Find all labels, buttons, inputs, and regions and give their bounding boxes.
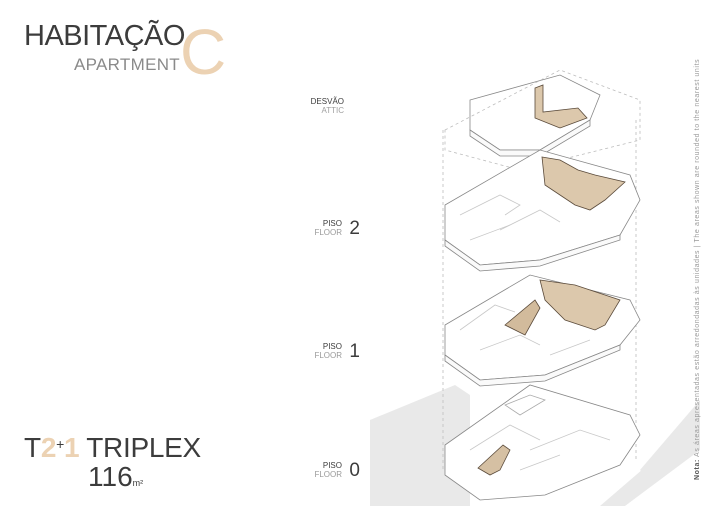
area-value: 116m² [88, 461, 143, 493]
level-name-en: FLOOR [314, 470, 342, 479]
area-number: 116 [88, 461, 133, 492]
rounding-note: Nota: As áreas apresentadas estão arredo… [694, 59, 701, 480]
level-name-en: FLOOR [314, 351, 342, 360]
attic-level [444, 69, 641, 171]
typology-type: TRIPLEX [86, 432, 201, 463]
floor-0-level [444, 384, 641, 501]
level-name-en: ATTIC [321, 106, 344, 115]
level-name-pt: PISO [322, 219, 342, 228]
ground-shadow [370, 385, 700, 506]
title-en: APARTMENT [74, 55, 180, 74]
level-number: 2 [349, 218, 360, 239]
unit-letter: C [180, 16, 227, 88]
level-name-pt: PISO [322, 342, 342, 351]
level-label-floor-0: PISO FLOOR 0 [312, 461, 360, 481]
floor-1-level [444, 274, 641, 387]
level-number: 0 [349, 460, 360, 481]
typology-block: T2+1 TRIPLEX 116m² [24, 432, 201, 492]
level-label-attic: DESVÃO ATTIC [302, 97, 344, 115]
typology-label: T2+1 TRIPLEX [24, 432, 201, 464]
typology-extra: 1 [63, 432, 80, 463]
level-name-en: FLOOR [314, 228, 342, 237]
level-name-pt: DESVÃO [310, 97, 344, 106]
area-unit: m² [132, 478, 144, 488]
typology-plus: + [56, 436, 64, 452]
title-pt: HABITAÇÃO [24, 20, 185, 52]
note-text: As áreas apresentadas estão arredondadas… [694, 58, 701, 457]
level-name-pt: PISO [322, 461, 342, 470]
level-label-floor-1: PISO FLOOR 1 [312, 342, 360, 362]
typology-prefix: T [24, 432, 41, 463]
typology-bedrooms: 2 [40, 432, 57, 463]
level-label-floor-2: PISO FLOOR 2 [312, 219, 360, 239]
level-number: 1 [349, 341, 360, 362]
floor-2-level [444, 149, 641, 272]
note-label: Nota: [694, 459, 701, 480]
